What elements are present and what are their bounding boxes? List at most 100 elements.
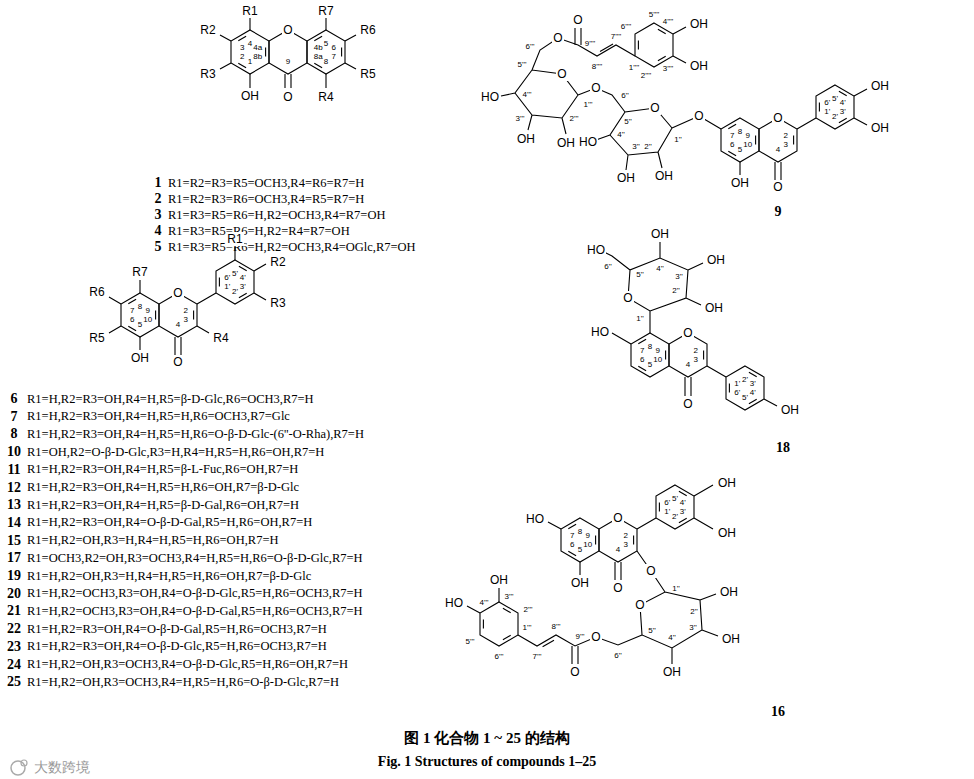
atom-label: OH	[704, 301, 724, 315]
compound-number: 17	[7, 550, 21, 566]
atom-label: OH	[780, 403, 800, 417]
locant-number: 5'''	[517, 60, 526, 69]
atom-label: O	[772, 111, 783, 125]
locant-number: 5	[578, 545, 582, 554]
atom-label: OH	[706, 253, 726, 267]
locant-number: 6''	[604, 262, 612, 271]
locant-number: 6'	[824, 98, 830, 107]
locant-number: 5	[324, 39, 328, 48]
substituent-label: R6	[359, 23, 376, 37]
locant-number: 4''''	[663, 17, 674, 26]
locant-number: 4	[616, 545, 620, 554]
substituent-label: R3	[269, 296, 286, 310]
double-bond	[638, 339, 665, 371]
substituent-definition: R1=R2=R3=R5=OCH3,R4=R6=R7=H	[168, 176, 364, 191]
locant-number: 3'''	[515, 114, 524, 123]
substituent-label: R4	[212, 331, 229, 345]
substituent-label: R5	[359, 67, 376, 81]
atom-label: HO	[444, 596, 464, 610]
compound-number: 2	[155, 191, 162, 207]
atom-label: OH	[654, 169, 674, 183]
double-bond	[568, 524, 595, 556]
double-bond	[728, 124, 755, 156]
locant-number: 5'	[232, 269, 238, 278]
atom-label: O	[612, 581, 623, 595]
locant-number: 7''''	[611, 32, 622, 41]
locant-number: 9	[586, 531, 590, 540]
locant-number: 7	[332, 52, 336, 61]
locant-number: 7	[130, 306, 134, 315]
double-bond	[219, 266, 246, 298]
locant-number: 4'''	[522, 90, 531, 99]
locant-number: 6''	[614, 651, 622, 660]
compound-number: 8	[11, 426, 18, 442]
locant-number: 1''	[636, 314, 644, 323]
locant-number: 9'''	[575, 632, 584, 641]
watermark-logo	[11, 760, 27, 775]
locant-number: 6'''	[494, 652, 503, 661]
compound-number: 10	[7, 444, 21, 460]
substituent-label: R2	[269, 255, 286, 269]
locant-number: 5'	[832, 94, 838, 103]
bond	[220, 18, 356, 88]
atom-label: O	[572, 13, 583, 27]
double-bond	[128, 299, 155, 331]
locant-number: 4''	[656, 264, 664, 273]
locant-number: 2''	[644, 142, 652, 151]
locant-number: 2	[184, 306, 188, 315]
locant-number: 3'	[840, 107, 846, 116]
locant-number: 6'	[664, 498, 670, 507]
substituent-definition: R1=H,R2=R3=OH,R4=H,R5=β-D-Glc,R6=OCH3,R7…	[27, 392, 314, 407]
watermark: 大数跨境	[34, 759, 90, 777]
ring	[816, 85, 854, 129]
locant-number: 7	[570, 531, 574, 540]
atom-label: OH	[689, 17, 709, 31]
double-bond	[638, 29, 665, 61]
locant-number: 5''	[648, 626, 656, 635]
locant-number: 1''	[674, 135, 682, 144]
locant-number: 9	[656, 346, 660, 355]
ring	[635, 23, 673, 67]
compound-number: 15	[7, 533, 21, 549]
substituent-definition: R1=H,R2=R3=OH,R4=O-β-D-Gal,R5=H,R6=OCH3,…	[27, 622, 327, 637]
locant-number: 2'''	[569, 114, 578, 123]
compound-number: 13	[7, 497, 21, 513]
substituent-definition: R1=OH,R2=O-β-D-Glc,R3=H,R4=H,R5=H,R6=OH,…	[27, 445, 324, 460]
bond	[109, 247, 266, 355]
locant-number: 4''	[668, 633, 676, 642]
atom-label: O	[634, 598, 645, 612]
atom-label: O	[693, 109, 704, 123]
substituent-definition: R1=R3=R5=R6=H,R2=OCH3,R4=OGlc,R7=OH	[168, 240, 416, 255]
atom-label: HO	[578, 135, 598, 149]
atom-label: O	[682, 326, 693, 340]
compound-number: 14	[7, 515, 21, 531]
atom-label: O	[772, 180, 783, 194]
compound-number: 16	[771, 704, 785, 720]
bond	[604, 242, 777, 406]
locant-number: 5''''	[649, 10, 660, 19]
substituent-label: R2	[199, 23, 216, 37]
locant-number: 2'	[742, 375, 748, 384]
locant-number: 8	[138, 302, 142, 311]
atom-label: O	[556, 67, 567, 81]
atom-label: O	[552, 31, 563, 45]
locant-number: 3'	[680, 507, 686, 516]
substituent-definition: R1=H,R2=OCH3,R3=OH,R4=O-β-D-Glc,R5=H,R6=…	[27, 586, 363, 601]
atom-label: OH	[516, 132, 536, 146]
locant-number: 4'''	[479, 598, 488, 607]
locant-number: 3	[784, 140, 788, 149]
atom-label: OH	[556, 136, 576, 150]
locant-number: 2'''	[523, 605, 532, 614]
atom-label: O	[590, 630, 601, 644]
double-bond	[483, 608, 510, 640]
locant-number: 2'	[672, 512, 678, 521]
locant-number: 1'	[824, 107, 830, 116]
substituent-definition: R1=H,R2=R3=OH,R4=H,R5=β-L-Fuc,R6=OH,R7=H	[27, 462, 298, 477]
locant-number: 3	[184, 315, 188, 324]
ring	[307, 30, 345, 74]
locant-number: 10	[653, 355, 662, 364]
compound-number: 20	[7, 586, 21, 602]
atom-label: OH	[650, 227, 670, 241]
locant-number: 1'	[734, 379, 740, 388]
locant-number: 7'''	[532, 652, 541, 661]
